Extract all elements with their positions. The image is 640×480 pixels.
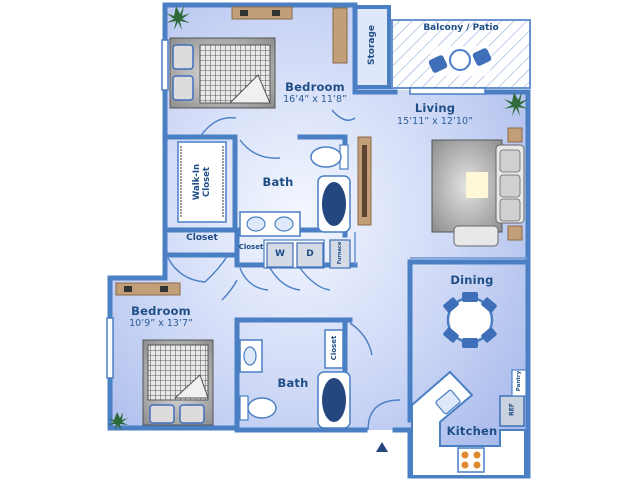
pantry-label: Pantry [516,370,522,392]
bathtub-icon [317,371,351,429]
fridge-label: REF [508,403,516,416]
living-dims: 15’11” x 12’10” [397,116,473,127]
sink-icon [239,339,263,373]
walk-in-closet-line1: Walk-In [192,163,202,201]
walk-in-closet-line2: Closet [202,167,212,197]
closet-laundry-label: Closet [238,243,264,251]
closet-bath-2-label: Closet [330,335,338,361]
bedroom-2-label: Bedroom [131,304,191,318]
mirror [357,136,372,226]
windows [106,39,486,379]
thin-walls [354,232,528,265]
balcony-patio [391,19,531,89]
bed-icon [142,339,214,426]
balcony-label: Balcony / Patio [423,23,499,33]
dining-table-icon [443,292,497,348]
bathtub-icon [317,175,351,233]
walk-in-closet [177,141,227,223]
furnace-label: Furnace [337,241,343,265]
bath-1-label: Bath [262,175,294,189]
toilet-icon [239,395,277,421]
dresser [231,6,348,64]
closet-hall-label: Closet [186,233,218,243]
entry-arrow-icon [376,442,388,452]
closet-bath-2 [324,329,344,369]
storage-label: Storage [367,24,377,66]
plant-icon [108,412,128,431]
doors [167,109,401,431]
kitchen-label: Kitchen [446,424,498,438]
bath-2-label: Bath [277,376,309,390]
walk-in-closet-label: Walk-In Closet [192,158,212,206]
plant-icon [166,6,190,30]
dining-label: Dining [450,273,494,287]
sofa-icon [431,127,525,247]
living-label: Living [414,101,456,115]
washer-label: W [275,249,285,259]
bed-icon [169,37,276,109]
storage-room [353,5,391,89]
plant-icon [504,92,528,116]
toilet-icon [310,144,349,170]
dryer-label: D [306,249,314,259]
dresser [115,282,181,296]
bedroom-1-label: Bedroom [285,80,345,94]
laundry-area [263,239,351,269]
bedroom-1-dims: 16’4” x 11’8” [283,94,347,105]
bedroom-2-dims: 10’9” x 13’7” [129,318,193,329]
kitchen-counter [411,369,527,477]
stove-icon [457,447,485,473]
sink-icon [239,211,301,237]
